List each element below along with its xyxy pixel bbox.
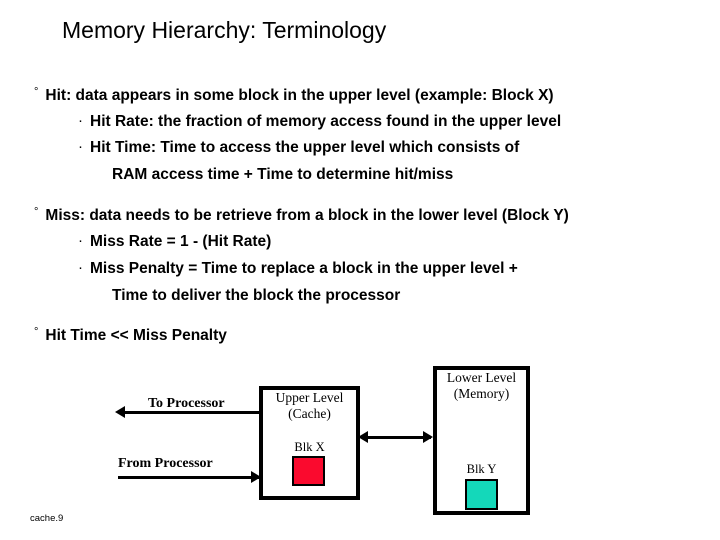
bullet-item-miss: ° Miss: data needs to be retrieve from a … bbox=[34, 206, 569, 224]
bullet-item-hit-vs-miss: ° Hit Time << Miss Penalty bbox=[34, 326, 227, 344]
circle-hollow-bullet-icon: ° bbox=[34, 326, 39, 338]
bullet-item-deliver-block: Time to deliver the block the processor bbox=[112, 288, 400, 304]
blk-x-swatch bbox=[292, 456, 325, 486]
to-processor-label: To Processor bbox=[148, 396, 225, 411]
upper-level-title-line1: Upper Level bbox=[275, 390, 344, 405]
bullet-text: Hit Rate: the fraction of memory access … bbox=[90, 113, 562, 130]
bullet-text: Miss Penalty = Time to replace a block i… bbox=[90, 260, 518, 277]
page-title: Memory Hierarchy: Terminology bbox=[62, 17, 387, 43]
arrow-right-icon bbox=[251, 471, 261, 483]
bullet-item-hit-rate: · Hit Rate: the fraction of memory access… bbox=[78, 112, 562, 130]
upper-level-cache-box bbox=[259, 386, 360, 500]
circle-hollow-bullet-icon: ° bbox=[34, 86, 39, 98]
dot-bullet-icon: · bbox=[78, 112, 83, 129]
circle-hollow-bullet-icon: ° bbox=[34, 206, 39, 218]
bullet-text: Miss Rate = 1 - (Hit Rate) bbox=[90, 233, 272, 250]
to-processor-arrow-line bbox=[123, 411, 261, 414]
bullet-text: Hit: data appears in some block in the u… bbox=[45, 87, 554, 104]
lower-level-title-line2: (Memory) bbox=[453, 386, 510, 401]
bullet-text: Hit Time << Miss Penalty bbox=[45, 327, 227, 344]
upper-level-title-line2: (Cache) bbox=[288, 406, 331, 421]
bullet-item-hit: ° Hit: data appears in some block in the … bbox=[34, 86, 554, 104]
blk-x-label: Blk X bbox=[294, 440, 325, 454]
arrow-left-icon bbox=[115, 406, 125, 418]
blk-y-swatch bbox=[465, 479, 498, 510]
dot-bullet-icon: · bbox=[78, 232, 83, 249]
arrow-left-icon bbox=[358, 431, 368, 443]
bullet-item-miss-rate: · Miss Rate = 1 - (Hit Rate) bbox=[78, 232, 272, 250]
bullet-item-ram-access: RAM access time + Time to determine hit/… bbox=[112, 167, 453, 183]
lower-level-title-line1: Lower Level bbox=[446, 370, 517, 385]
from-processor-label: From Processor bbox=[118, 456, 213, 471]
slide-footer: cache.9 bbox=[30, 513, 64, 524]
from-processor-arrow-line bbox=[118, 476, 261, 479]
blk-y-label: Blk Y bbox=[466, 462, 497, 476]
bullet-text: RAM access time + Time to determine hit/… bbox=[112, 166, 454, 183]
bullet-text: Hit Time: Time to access the upper level… bbox=[90, 139, 520, 156]
bullet-item-hit-time: · Hit Time: Time to access the upper leve… bbox=[78, 138, 520, 156]
lower-level-title: Lower Level (Memory) bbox=[433, 370, 530, 402]
bullet-text: Miss: data needs to be retrieve from a b… bbox=[45, 207, 569, 224]
upper-level-title: Upper Level (Cache) bbox=[259, 390, 360, 422]
between-levels-arrow-line bbox=[365, 436, 431, 439]
arrow-right-icon bbox=[423, 431, 433, 443]
dot-bullet-icon: · bbox=[78, 138, 83, 155]
bullet-text: Time to deliver the block the processor bbox=[112, 287, 401, 304]
dot-bullet-icon: · bbox=[78, 259, 83, 276]
bullet-item-miss-penalty: · Miss Penalty = Time to replace a block … bbox=[78, 259, 518, 277]
